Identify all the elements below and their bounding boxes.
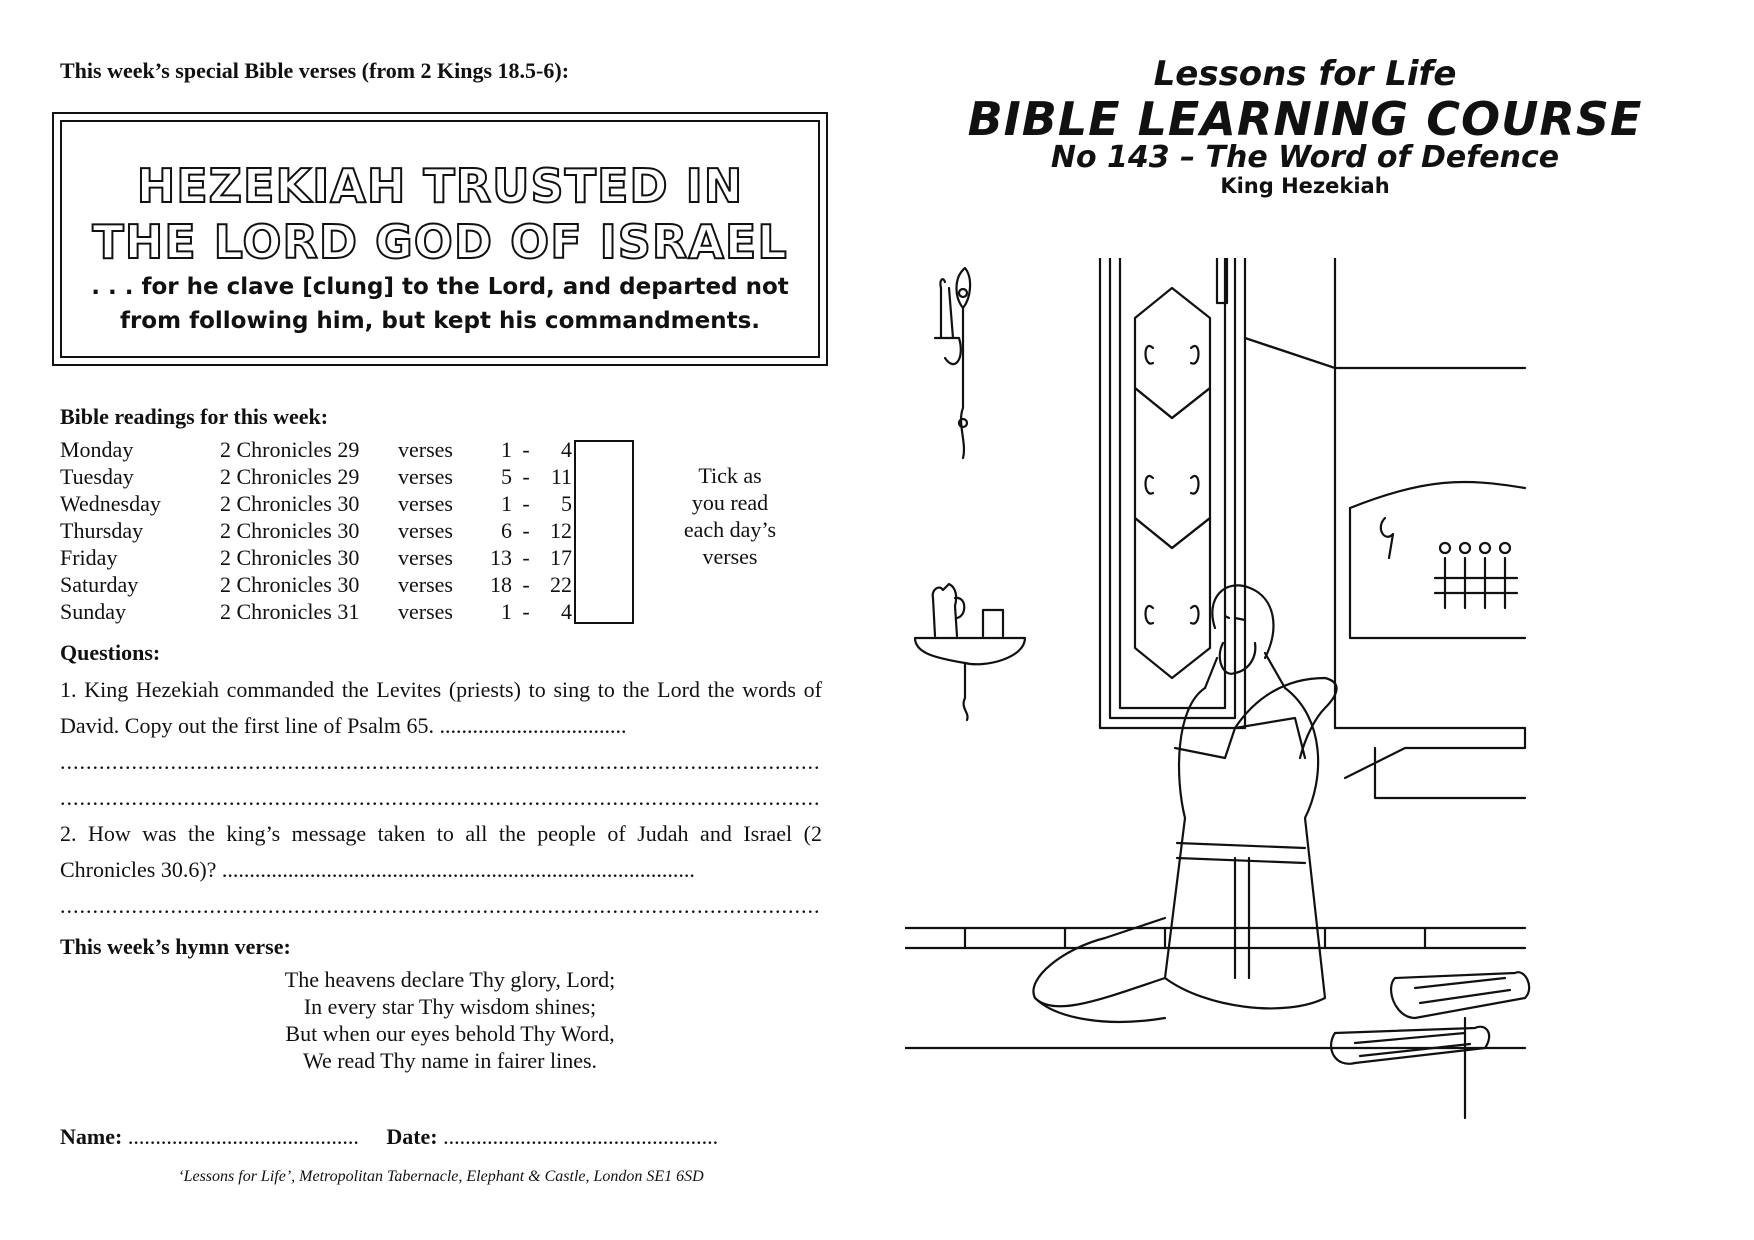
hymn-line: The heavens declare Thy glory, Lord; [284,967,616,992]
question-2: 2. How was the king’s message taken to a… [60,821,822,882]
date-field[interactable]: ........................................… [443,1124,719,1149]
reading-to: 11 [550,464,572,489]
reading-row: Saturday 2 Chronicles 30 verses 18-22 [60,571,580,598]
tick-instruction: Tick as you read each day’s verses [640,462,820,570]
reading-verses-word: verses [398,545,453,570]
reading-row: Sunday 2 Chronicles 31 verses 1- 4 [60,598,580,625]
reading-row: Monday 2 Chronicles 29 verses 1- 4 [60,436,580,463]
reading-book: 2 Chronicles 29 [220,464,360,489]
tick-instruction-line3: each day’s [683,517,777,542]
reading-verses-word: verses [398,437,453,462]
reading-verses-word: verses [398,572,453,597]
reading-book: 2 Chronicles 30 [220,572,360,597]
name-field[interactable]: ........................................… [127,1124,359,1149]
memory-verse-box: HEZEKIAH TRUSTED IN THE LORD GOD OF ISRA… [52,112,828,366]
reading-dash: - [522,545,530,570]
reading-from: 18 [490,572,512,597]
memory-verse-subtext: . . . for he clave [clung] to the Lord, … [62,270,818,338]
hymn-verse: The heavens declare Thy glory, Lord; In … [220,966,680,1074]
hymn-line: In every star Thy wisdom shines; [303,994,597,1019]
reading-dash: - [522,464,530,489]
footer-address: ‘Lessons for Life’, Metropolitan Taberna… [178,1168,704,1185]
memory-verse-title-line2: THE LORD GOD OF ISRAEL [91,214,788,270]
reading-verses-word: verses [398,518,453,543]
door-window-icon [1098,258,1527,730]
reading-book: 2 Chronicles 30 [220,491,360,516]
series-title: Lessons for Life [1153,54,1457,94]
answer-line[interactable]: ........................................… [60,749,822,774]
answer-line[interactable]: ........................................… [60,785,822,810]
scroll-icon [1329,971,1531,1065]
questions-heading: Questions: [60,640,161,665]
readings-heading: Bible readings for this week: [60,404,329,429]
reading-day: Tuesday [60,464,134,489]
reading-to: 22 [550,572,572,597]
reading-from: 6 [501,518,512,543]
reading-from: 5 [501,464,512,489]
tick-instruction-line1: Tick as [698,463,762,488]
reading-to: 17 [550,545,572,570]
tick-checkbox-column[interactable] [574,440,634,624]
memory-verse-subtext-line2: from following him, but kept his command… [119,308,761,334]
name-label: Name: [60,1124,123,1149]
reading-verses-word: verses [398,491,453,516]
reading-day: Saturday [60,572,139,597]
reading-day: Wednesday [60,491,161,516]
memory-verse-title: HEZEKIAH TRUSTED IN THE LORD GOD OF ISRA… [62,158,818,270]
reading-book: 2 Chronicles 31 [220,599,360,624]
king-hezekiah-icon [1032,584,1338,1024]
reading-from: 1 [501,599,512,624]
reading-day: Monday [60,437,134,462]
reading-day: Sunday [60,599,126,624]
reading-row: Wednesday 2 Chronicles 30 verses 1- 5 [60,490,580,517]
hymn-line: But when our eyes behold Thy Word, [285,1021,615,1046]
reading-dash: - [522,491,530,516]
soldiers-icon [1348,480,1527,640]
reading-from: 1 [501,437,512,462]
memory-verse-subtext-line1: . . . for he clave [clung] to the Lord, … [91,274,789,300]
reading-row: Tuesday 2 Chronicles 29 verses 5-11 [60,463,580,490]
reading-book: 2 Chronicles 29 [220,437,360,462]
reading-to: 4 [561,437,572,462]
reading-to: 5 [561,491,572,516]
reading-row: Friday 2 Chronicles 30 verses 13-17 [60,544,580,571]
reading-book: 2 Chronicles 30 [220,545,360,570]
reading-to: 4 [561,599,572,624]
reading-day: Thursday [60,518,144,543]
hymn-line: We read Thy name in fairer lines. [302,1048,598,1073]
reading-verses-word: verses [398,599,453,624]
date-label: Date: [386,1124,438,1149]
reading-verses-word: verses [398,464,453,489]
memory-verse-box-inner: HEZEKIAH TRUSTED IN THE LORD GOD OF ISRA… [60,120,820,358]
memory-verse-title-line1: HEZEKIAH TRUSTED IN [136,158,744,214]
verses-heading: This week’s special Bible verses (from 2… [60,58,570,83]
reading-dash: - [522,437,530,462]
reading-book: 2 Chronicles 30 [220,518,360,543]
reading-from: 1 [501,491,512,516]
jug-and-cup-icon [913,582,1027,722]
answer-line[interactable]: ........................................… [60,893,822,918]
lesson-title: No 143 – The Word of Defence [1050,140,1560,175]
question-1: 1. King Hezekiah commanded the Levites (… [60,677,822,738]
reading-dash: - [522,599,530,624]
steps-icon [905,726,1527,1120]
hymn-heading: This week’s hymn verse: [60,934,291,959]
tick-instruction-line4: verses [702,544,758,569]
reading-from: 13 [490,545,512,570]
name-date-line: Name: ..................................… [60,1124,822,1150]
reading-to: 12 [550,518,572,543]
reading-dash: - [522,518,530,543]
reading-row: Thursday 2 Chronicles 30 verses 6-12 [60,517,580,544]
tick-instruction-line2: you read [691,490,769,515]
hezekiah-praying-illustration [905,258,1531,1120]
candle-sconce-icon [933,266,972,460]
reading-day: Friday [60,545,118,570]
reading-dash: - [522,572,530,597]
course-title: BIBLE LEARNING COURSE [967,92,1643,146]
lesson-subtitle: King Hezekiah [1220,174,1390,198]
